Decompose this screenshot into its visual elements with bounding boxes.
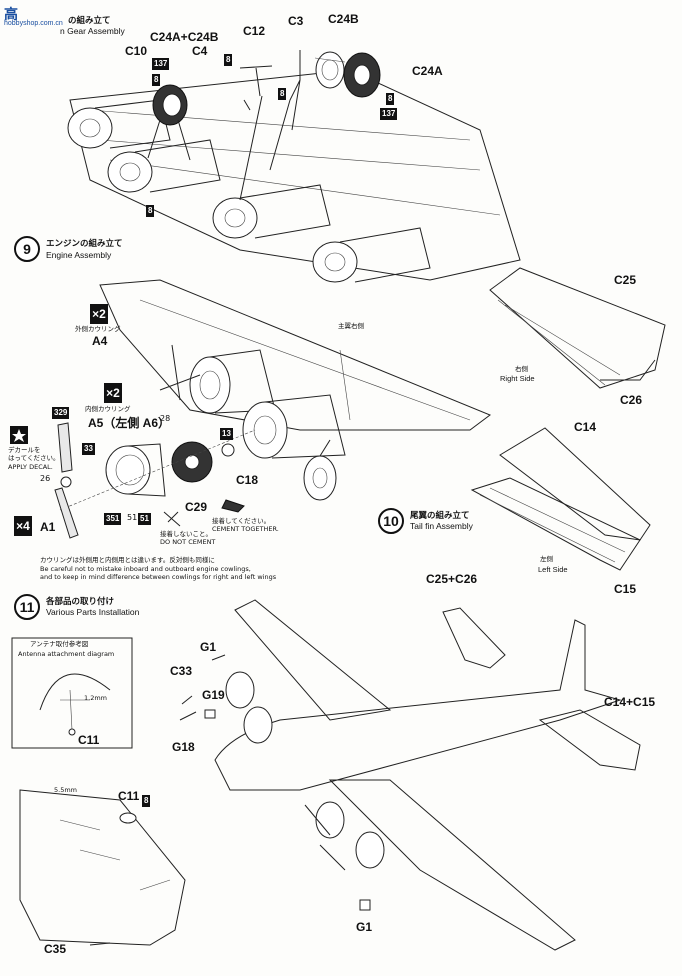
caution-jp: カウリングは外側用と内側用とは違います。反対側も同様に (40, 556, 215, 564)
label-c35: C35 (44, 942, 67, 956)
part-number-137-a: 137 (152, 58, 170, 70)
antenna-diagram-jp: アンテナ取付参考図 (30, 640, 89, 648)
step-9-title-en: Engine Assembly (46, 250, 112, 260)
main-gear-title-jp: の組み立て (68, 16, 111, 26)
quantity-x4: ×4 (14, 516, 32, 536)
step-10-number: 10 (378, 508, 404, 534)
part-number-51-a: 51 (127, 513, 138, 522)
label-c18: C18 (236, 473, 259, 487)
label-a1: A1 (40, 520, 56, 534)
main-gear-title-en: n Gear Assembly (60, 26, 125, 36)
step-10-title-jp: 尾翼の組み立て (410, 511, 470, 521)
left-side-jp: 左側 (540, 555, 553, 563)
label-a4: A4 (92, 334, 108, 348)
no-cement-en: DO NOT CEMENT (160, 538, 216, 546)
label-c3: C3 (288, 14, 304, 28)
step-11-title-en: Various Parts Installation (46, 607, 140, 617)
label-c25: C25 (614, 273, 637, 287)
label-c24a: C24A (412, 64, 443, 78)
left-side-en: Left Side (538, 565, 568, 574)
decal-note-en: APPLY DECAL. (8, 463, 53, 471)
label-g1-b: G1 (356, 920, 373, 934)
dimension-5-5mm: 5.5mm (54, 786, 78, 794)
part-number-51-b: 51 (138, 513, 151, 525)
no-cement-jp: 接着しないこと。 (160, 530, 212, 538)
outer-cowling-jp: 外側カウリング (75, 325, 121, 333)
quantity-x2-outer: ×2 (90, 304, 108, 324)
step-10-title-en: Tail fin Assembly (410, 521, 473, 531)
caution-en-1: Be careful not to mistake inboard and ou… (40, 565, 251, 573)
wing-right-note: 主翼右側 (338, 322, 364, 330)
part-number-351: 351 (104, 513, 122, 525)
caution-en-2: and to keep in mind difference between c… (40, 573, 277, 581)
label-c14: C14 (574, 420, 597, 434)
dimension-1-2mm: 1.2mm (84, 694, 108, 702)
watermark-logo: 高 (4, 6, 18, 22)
part-number-26: 26 (40, 474, 51, 483)
part-number-8-d: 8 (152, 74, 161, 86)
label-c24a-c24b: C24A+C24B (150, 30, 219, 44)
label-a5-a6: A5（左側 A6） (88, 416, 171, 430)
label-c12: C12 (243, 24, 266, 38)
decal-note-jp: デカールを はってください。 (8, 446, 60, 462)
part-number-28: 28 (160, 414, 171, 423)
aircraft-illustration (11, 599, 641, 951)
part-number-329: 329 (52, 407, 70, 419)
step-9-number: 9 (14, 236, 40, 262)
part-number-33: 33 (82, 443, 95, 455)
right-side-en: Right Side (500, 374, 535, 383)
engine-assembly-illustration (10, 279, 492, 539)
antenna-diagram-en: Antenna attachment diagram (18, 650, 115, 658)
step-11-number: 11 (14, 594, 40, 620)
label-c4: C4 (192, 44, 208, 58)
cement-jp: 接着してください。 (212, 517, 271, 525)
part-number-8: 8 (142, 795, 151, 807)
step-11-title-jp: 各部品の取り付け (46, 597, 115, 607)
label-c33: C33 (170, 664, 193, 678)
label-c10: C10 (125, 44, 148, 58)
part-number-8-a: 8 (224, 54, 233, 66)
label-c29: C29 (185, 500, 208, 514)
label-c11: C11 (118, 789, 140, 803)
label-g18: G18 (172, 740, 195, 754)
cement-en: CEMENT TOGETHER. (212, 525, 279, 533)
tail-fin-illustration (470, 267, 666, 571)
watermark-site: hobbyshop.com.cn (4, 20, 63, 27)
label-c15: C15 (614, 582, 637, 596)
label-c11-diagram: C11 (78, 733, 100, 747)
label-c26: C26 (620, 393, 643, 407)
quantity-x2-inner: ×2 (104, 383, 122, 403)
step-9-title-jp: エンジンの組み立て (46, 239, 123, 249)
right-side-jp: 右側 (515, 365, 528, 373)
part-number-13: 13 (220, 428, 233, 440)
label-c14-c15: C14+C15 (604, 695, 656, 709)
label-g1-a: G1 (200, 640, 217, 654)
part-number-137-b: 137 (380, 108, 398, 120)
part-number-8-b: 8 (278, 88, 287, 100)
main-gear-illustration (67, 50, 521, 283)
inner-cowling-jp: 内側カウリング (85, 405, 131, 413)
label-g19: G19 (202, 688, 225, 702)
part-number-8-e: 8 (146, 205, 155, 217)
label-c25-c26: C25+C26 (426, 572, 478, 586)
part-number-8-c: 8 (386, 93, 395, 105)
label-c24b: C24B (328, 12, 359, 26)
